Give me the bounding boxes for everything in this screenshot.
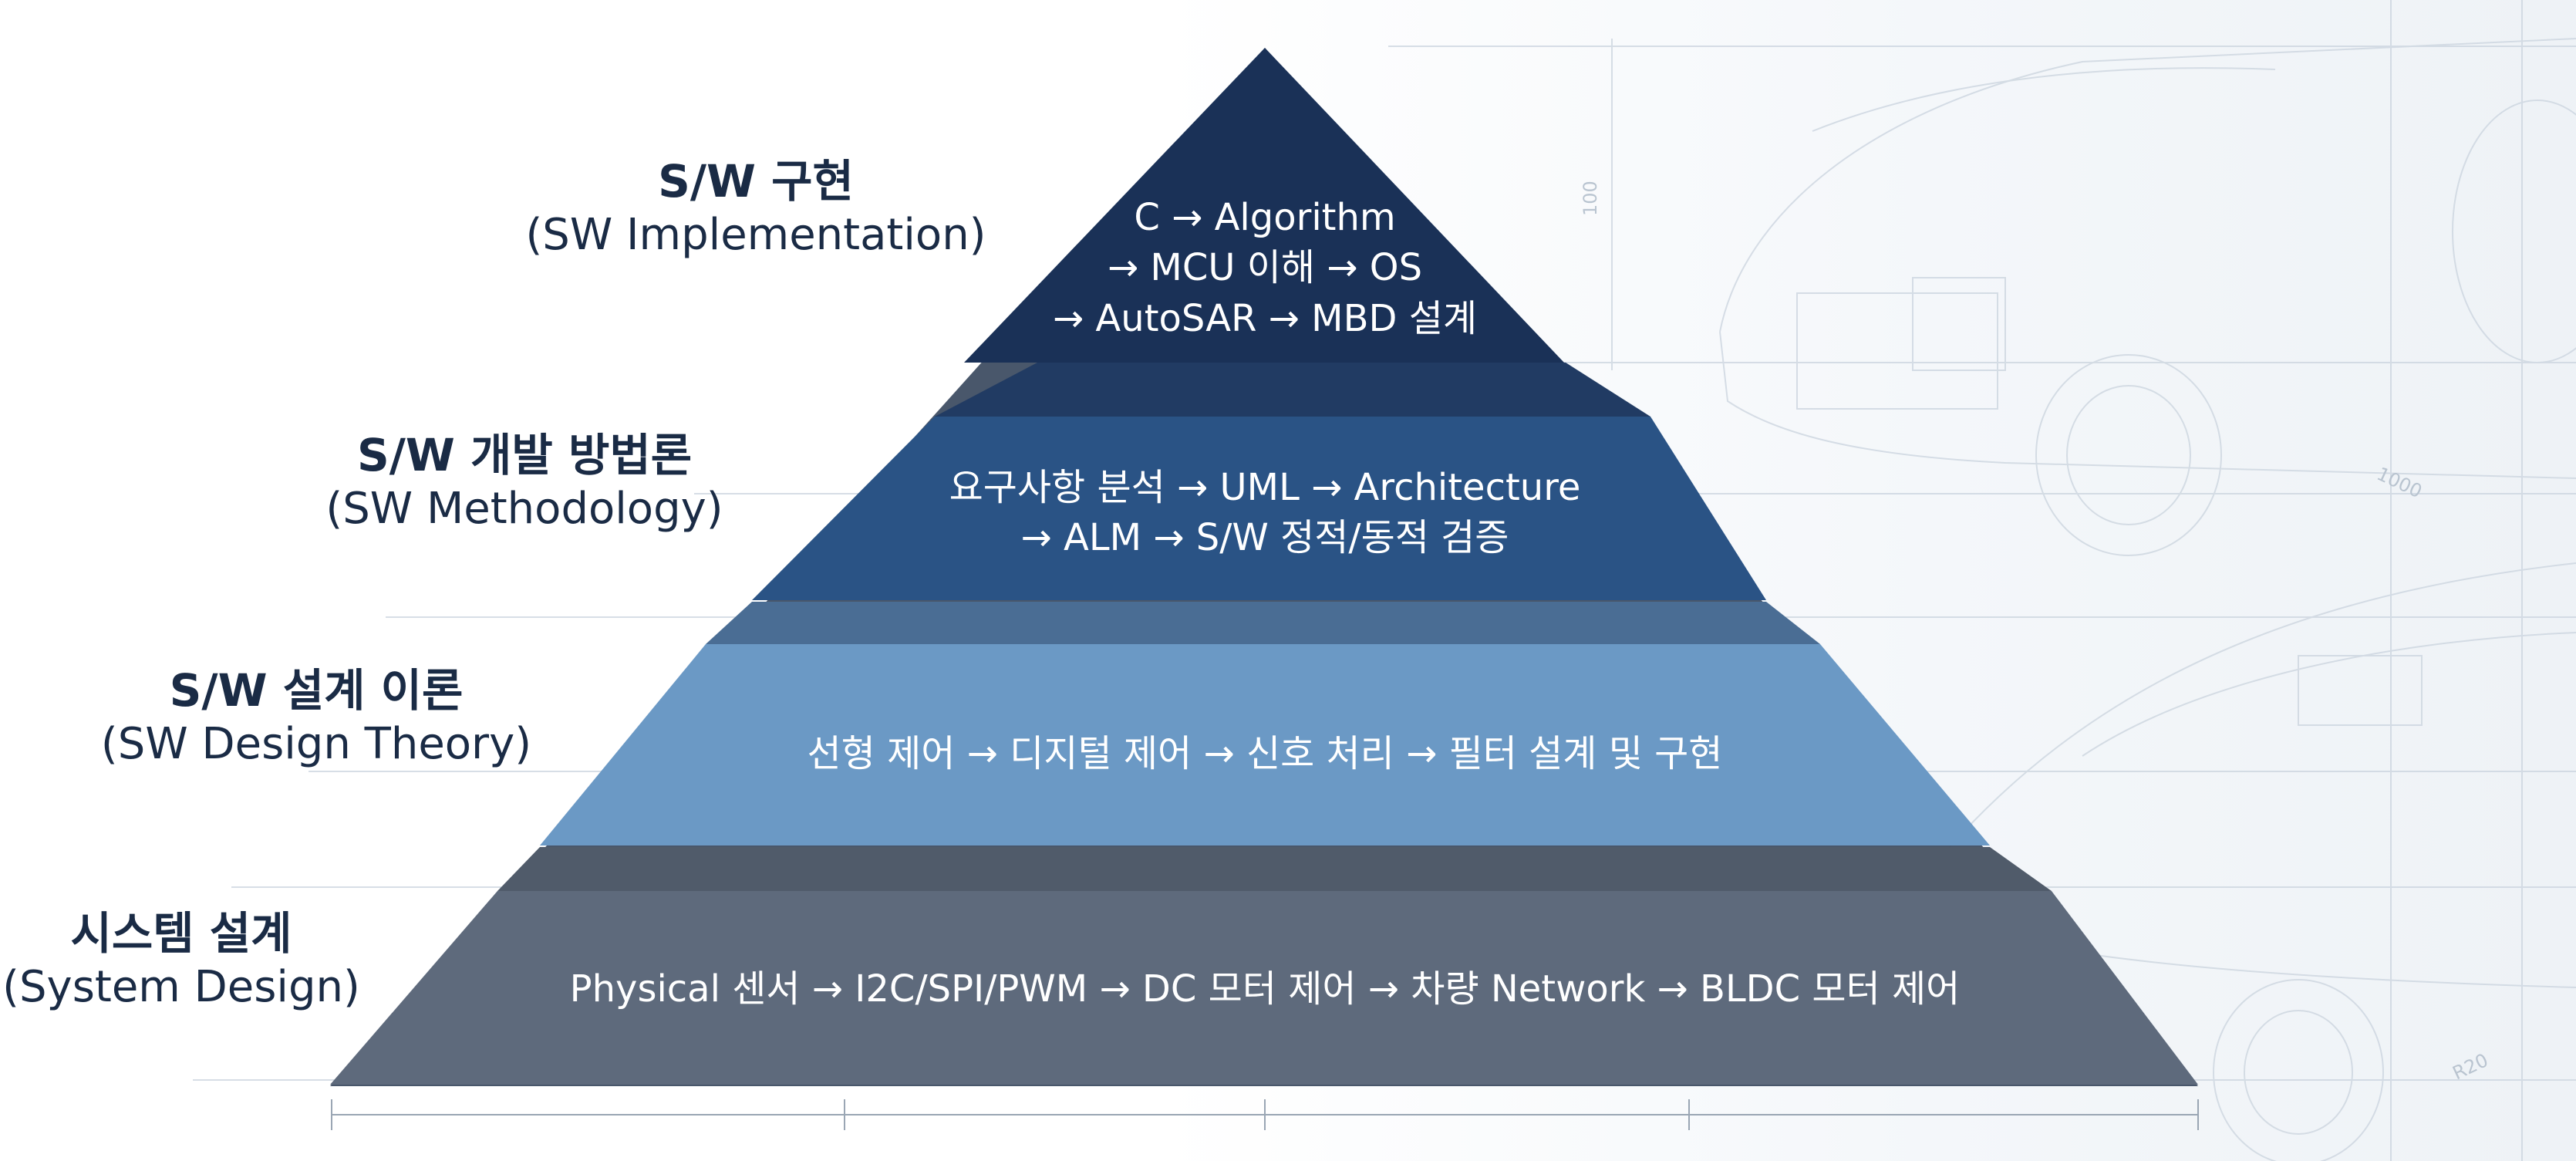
dimension-label-r20: R20	[2450, 1049, 2492, 1084]
tier-implementation-text: C → Algorithm → MCU 이해 → OS → AutoSAR → …	[956, 193, 1573, 344]
label-implementation-kr: S/W 구현	[658, 155, 854, 208]
tier-methodology-line-1: 요구사항 분석 → UML → Architecture	[949, 466, 1581, 509]
tier-implementation-line-2: → MCU 이해 → OS	[1107, 246, 1423, 290]
label-design-theory-en: (SW Design Theory)	[100, 718, 532, 769]
dimension-label-100: 100	[1580, 181, 1601, 216]
label-system-design: 시스템 설계 (System Design)	[0, 906, 362, 1014]
tier-system-design-text: Physical 센서 → I2C/SPI/PWM → DC 모터 제어 → 차…	[416, 964, 2113, 1014]
tier-implementation-line-1: C → Algorithm	[1134, 196, 1396, 239]
label-methodology: S/W 개발 방법론 (SW Methodology)	[293, 428, 756, 535]
label-implementation: S/W 구현 (SW Implementation)	[524, 154, 987, 262]
tier-design-theory-text: 선형 제어 → 디지털 제어 → 신호 처리 → 필터 설계 및 구현	[648, 729, 1882, 779]
label-design-theory-kr: S/W 설계 이론	[169, 664, 464, 717]
dimension-label-1000: 1000	[2373, 463, 2425, 502]
tier-design-theory-shape	[540, 644, 1990, 845]
baseline-ruler	[331, 1099, 2199, 1130]
label-design-theory: S/W 설계 이론 (SW Design Theory)	[85, 663, 548, 771]
label-system-design-kr: 시스템 설계	[70, 907, 292, 960]
tier-methodology-line-2: → ALM → S/W 정적/동적 검증	[1020, 516, 1509, 560]
label-system-design-en: (System Design)	[2, 961, 360, 1012]
tier-gap-3	[497, 847, 2052, 891]
tier-gap-2	[706, 602, 1820, 644]
label-methodology-kr: S/W 개발 방법론	[356, 429, 693, 481]
label-methodology-en: (SW Methodology)	[325, 483, 723, 534]
tier-system-design-shape	[330, 891, 2198, 1085]
label-implementation-en: (SW Implementation)	[525, 209, 986, 260]
tier-gap-1	[935, 363, 1650, 417]
tier-implementation-line-3: → AutoSAR → MBD 설계	[1052, 296, 1478, 340]
tier-methodology-text: 요구사항 분석 → UML → Architecture → ALM → S/W…	[841, 463, 1689, 564]
tier-methodology-shape	[752, 417, 1766, 600]
tier-design-theory-line-1: 선형 제어 → 디지털 제어 → 신호 처리 → 필터 설계 및 구현	[807, 732, 1723, 775]
tier-implementation-shape	[964, 48, 1564, 363]
tier-system-design-line-1: Physical 센서 → I2C/SPI/PWM → DC 모터 제어 → 차…	[569, 967, 1961, 1011]
